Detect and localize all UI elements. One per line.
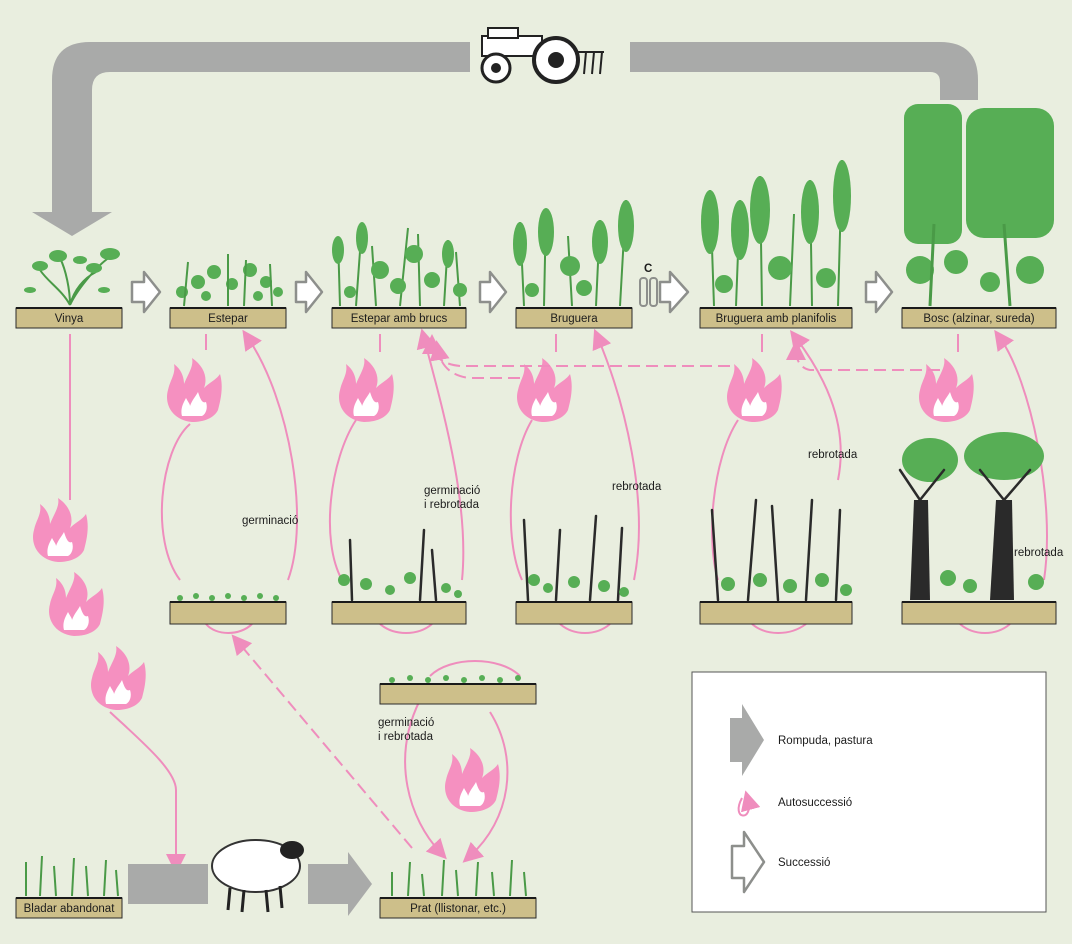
fire-icon-vinya-3: [91, 646, 146, 710]
stage-prat: Prat (llistonar, etc.): [379, 859, 537, 919]
stage-label-bosc: Bosc (alzinar, sureda): [923, 313, 1034, 325]
postfire-plate-estepar: [169, 593, 287, 625]
grey-arrow-icon: [730, 704, 764, 776]
stage-vinya: Vinya: [15, 248, 123, 329]
fire-icon-prat: [445, 748, 500, 812]
stage-bosc: Bosc (alzinar, sureda): [901, 104, 1057, 329]
stage-label-bladar: Bladar abandonat: [24, 903, 116, 915]
fire-icon-bruguera: [517, 358, 572, 422]
legend-rompuda-label: Rompuda, pastura: [778, 735, 873, 747]
stage-label-estepar-brucs: Estepar amb brucs: [351, 313, 448, 325]
legend-autosuccessio: Autosuccessió: [737, 790, 852, 817]
legend-autosuccessio-label: Autosuccessió: [778, 797, 852, 809]
fire-icon-estepar: [167, 358, 222, 422]
legend-successio: Successió: [730, 830, 830, 894]
stage-label-bruguera: Bruguera: [550, 313, 598, 325]
stage-estepar-amb-brucs: Estepar amb brucs: [331, 222, 467, 329]
pasture-grey-arrow: [128, 852, 372, 916]
c-marker-label: C: [644, 263, 652, 275]
sheep-icon: [211, 839, 304, 913]
stage-bladar-abandonat: Bladar abandonat: [15, 855, 123, 919]
loop-arrow-icon: [737, 790, 761, 817]
stage-label-prat: Prat (llistonar, etc.): [410, 903, 506, 915]
postfire-plate-estepar-brucs: [331, 528, 467, 625]
stage-estepar: Estepar: [169, 254, 287, 329]
label-germinacio-rebrotada-a1: germinació: [424, 485, 480, 497]
label-rebrotada-bosc: rebrotada: [1014, 547, 1064, 559]
legend-successio-label: Successió: [778, 857, 830, 869]
label-germinacio-rebrotada-b2: i rebrotada: [378, 731, 434, 743]
stage-bruguera: Bruguera: [513, 199, 634, 329]
label-germinacio: germinació: [242, 515, 298, 527]
rompuda-return-arrow: [32, 42, 978, 236]
postfire-plate-bosc: [898, 432, 1057, 625]
succession-arrows: C: [130, 263, 894, 314]
label-rebrotada-bruguera: rebrotada: [612, 481, 662, 493]
fire-icon-vinya-2: [49, 572, 104, 636]
stage-bruguera-amb-planifolis: Bruguera amb planifolis: [699, 159, 853, 329]
postfire-plate-bruguera: [515, 514, 633, 625]
stage-label-bruguera-planifolis: Bruguera amb planifolis: [716, 313, 837, 325]
fire-icon-vinya-1: [33, 498, 88, 562]
fire-icon-bosc: [919, 358, 974, 422]
fire-icon-estepar-brucs: [339, 358, 394, 422]
prat-upper-plate: [379, 675, 537, 705]
label-germinacio-rebrotada-b1: germinació: [378, 717, 434, 729]
tractor-icon: [480, 27, 604, 84]
legend: Rompuda, pastura Autosuccessió Successió: [691, 671, 1047, 913]
fire-icon-bruguera-planifolis: [727, 358, 782, 422]
c-marker-bars: [639, 277, 658, 307]
label-rebrotada-planifolis: rebrotada: [808, 449, 858, 461]
legend-rompuda: Rompuda, pastura: [730, 704, 873, 776]
stage-label-vinya: Vinya: [55, 313, 84, 325]
postfire-plate-bruguera-planifolis: [699, 498, 853, 625]
stage-label-estepar: Estepar: [208, 313, 248, 325]
hollow-arrow-icon: [730, 830, 766, 894]
label-germinacio-rebrotada-a2: i rebrotada: [424, 499, 480, 511]
